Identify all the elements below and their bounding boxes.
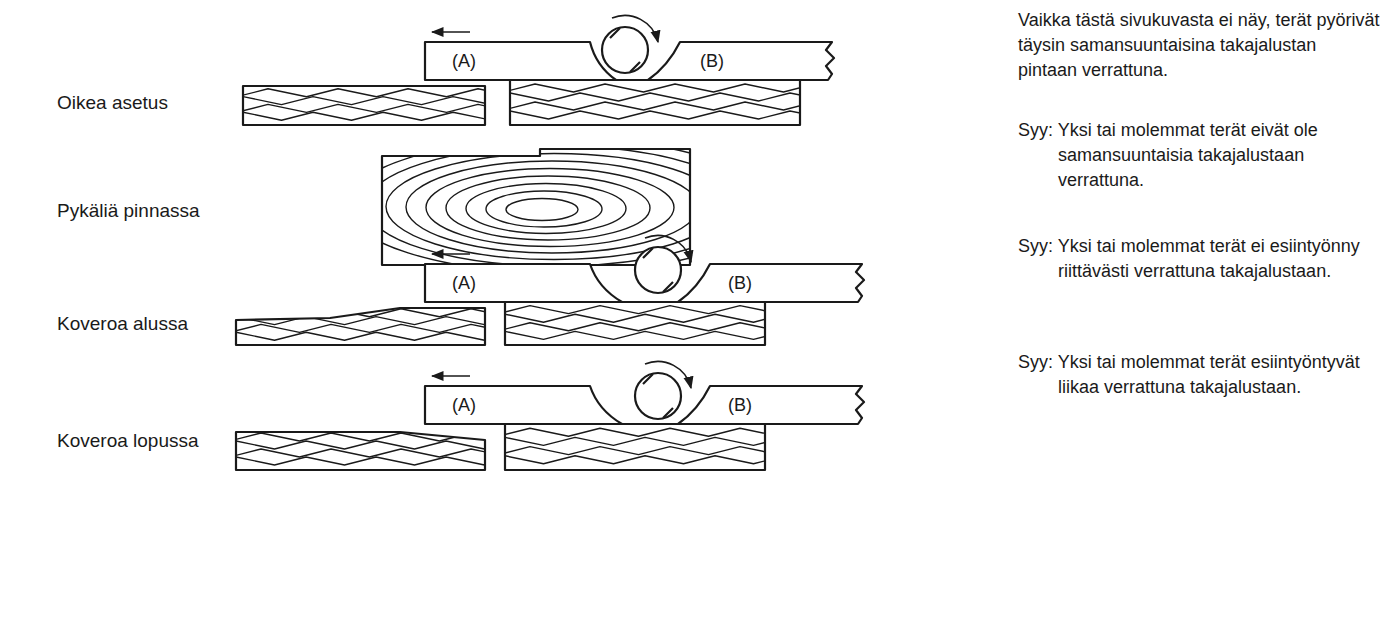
- growth-ring: [506, 199, 578, 221]
- infeed-table: [648, 42, 834, 80]
- infeed-table: [678, 264, 864, 302]
- knife: [643, 248, 673, 292]
- growth-ring: [406, 161, 698, 253]
- growth-ring: [426, 169, 674, 247]
- wood-grain: [435, 314, 824, 322]
- wood-grain: [173, 97, 562, 105]
- part-label: (B): [700, 49, 724, 74]
- wood-grain: [440, 111, 899, 119]
- part-label: (A): [452, 271, 476, 296]
- correct-setting-figure: [173, 15, 899, 125]
- rotation-arrow: [645, 361, 691, 388]
- wood-grain: [166, 317, 555, 325]
- knife: [610, 28, 640, 72]
- wood-grain: [435, 437, 824, 445]
- wood-grain: [460, 447, 849, 455]
- note-text: Syy: Yksi tai molemmat terät eivät ole s…: [1018, 118, 1380, 194]
- wood-grain: [465, 102, 854, 110]
- wood-grain: [465, 84, 854, 92]
- feed-arrow: [432, 31, 470, 33]
- wood-grain: [191, 449, 580, 457]
- wood-grain: [191, 309, 580, 317]
- growth-ring: [486, 191, 602, 227]
- wood-grain: [198, 104, 587, 112]
- growth-ring: [446, 176, 650, 240]
- row-label: Koveroa alussa: [57, 311, 188, 338]
- wood-grain: [173, 112, 562, 120]
- knife: [643, 374, 673, 418]
- board-end-view: [382, 149, 690, 265]
- wood-grain: [440, 93, 899, 101]
- outfeed-table: [425, 264, 622, 302]
- row-label: Oikea asetus: [57, 90, 168, 117]
- cutterhead: [635, 373, 681, 419]
- wood-grain: [460, 323, 849, 331]
- stepped-surface-figure: [346, 139, 770, 273]
- wood-grain: [460, 306, 849, 314]
- row-label: Pykäliä pinnassa: [57, 198, 200, 225]
- note-text: Syy: Yksi tai molemmat terät esiintyönty…: [1018, 350, 1380, 400]
- note-text: Syy: Yksi tai molemmat terät ei esiintyö…: [1018, 234, 1380, 284]
- wood-grain: [435, 331, 824, 339]
- snipe-start-figure: [166, 235, 864, 345]
- wood-grain: [166, 441, 555, 449]
- growth-ring: [346, 139, 770, 273]
- wood-grain: [460, 428, 849, 436]
- growth-ring: [366, 146, 746, 266]
- wood-grain: [435, 456, 824, 464]
- outfeed-table: [425, 42, 616, 80]
- wood-grain: [191, 433, 580, 441]
- part-label: (B): [728, 271, 752, 296]
- growth-ring: [386, 154, 722, 260]
- wood-grain: [166, 457, 555, 465]
- feed-arrow: [432, 253, 470, 255]
- growth-ring: [466, 184, 626, 234]
- infeed-table: [678, 386, 864, 424]
- wood-grain: [198, 89, 587, 97]
- outfeed-table: [425, 386, 622, 424]
- rotation-arrow: [612, 15, 658, 42]
- rotation-arrow: [645, 235, 691, 262]
- snipe-end-figure: [166, 361, 864, 470]
- part-label: (A): [452, 393, 476, 418]
- cutterhead: [602, 27, 648, 73]
- row-label: Koveroa lopussa: [57, 428, 199, 455]
- feed-arrow: [432, 375, 470, 377]
- part-label: (B): [728, 393, 752, 418]
- cutterhead: [635, 247, 681, 293]
- part-label: (A): [452, 49, 476, 74]
- note-text: Vaikka tästä sivukuvasta ei näy, terät p…: [1018, 8, 1380, 84]
- wood-grain: [166, 332, 555, 340]
